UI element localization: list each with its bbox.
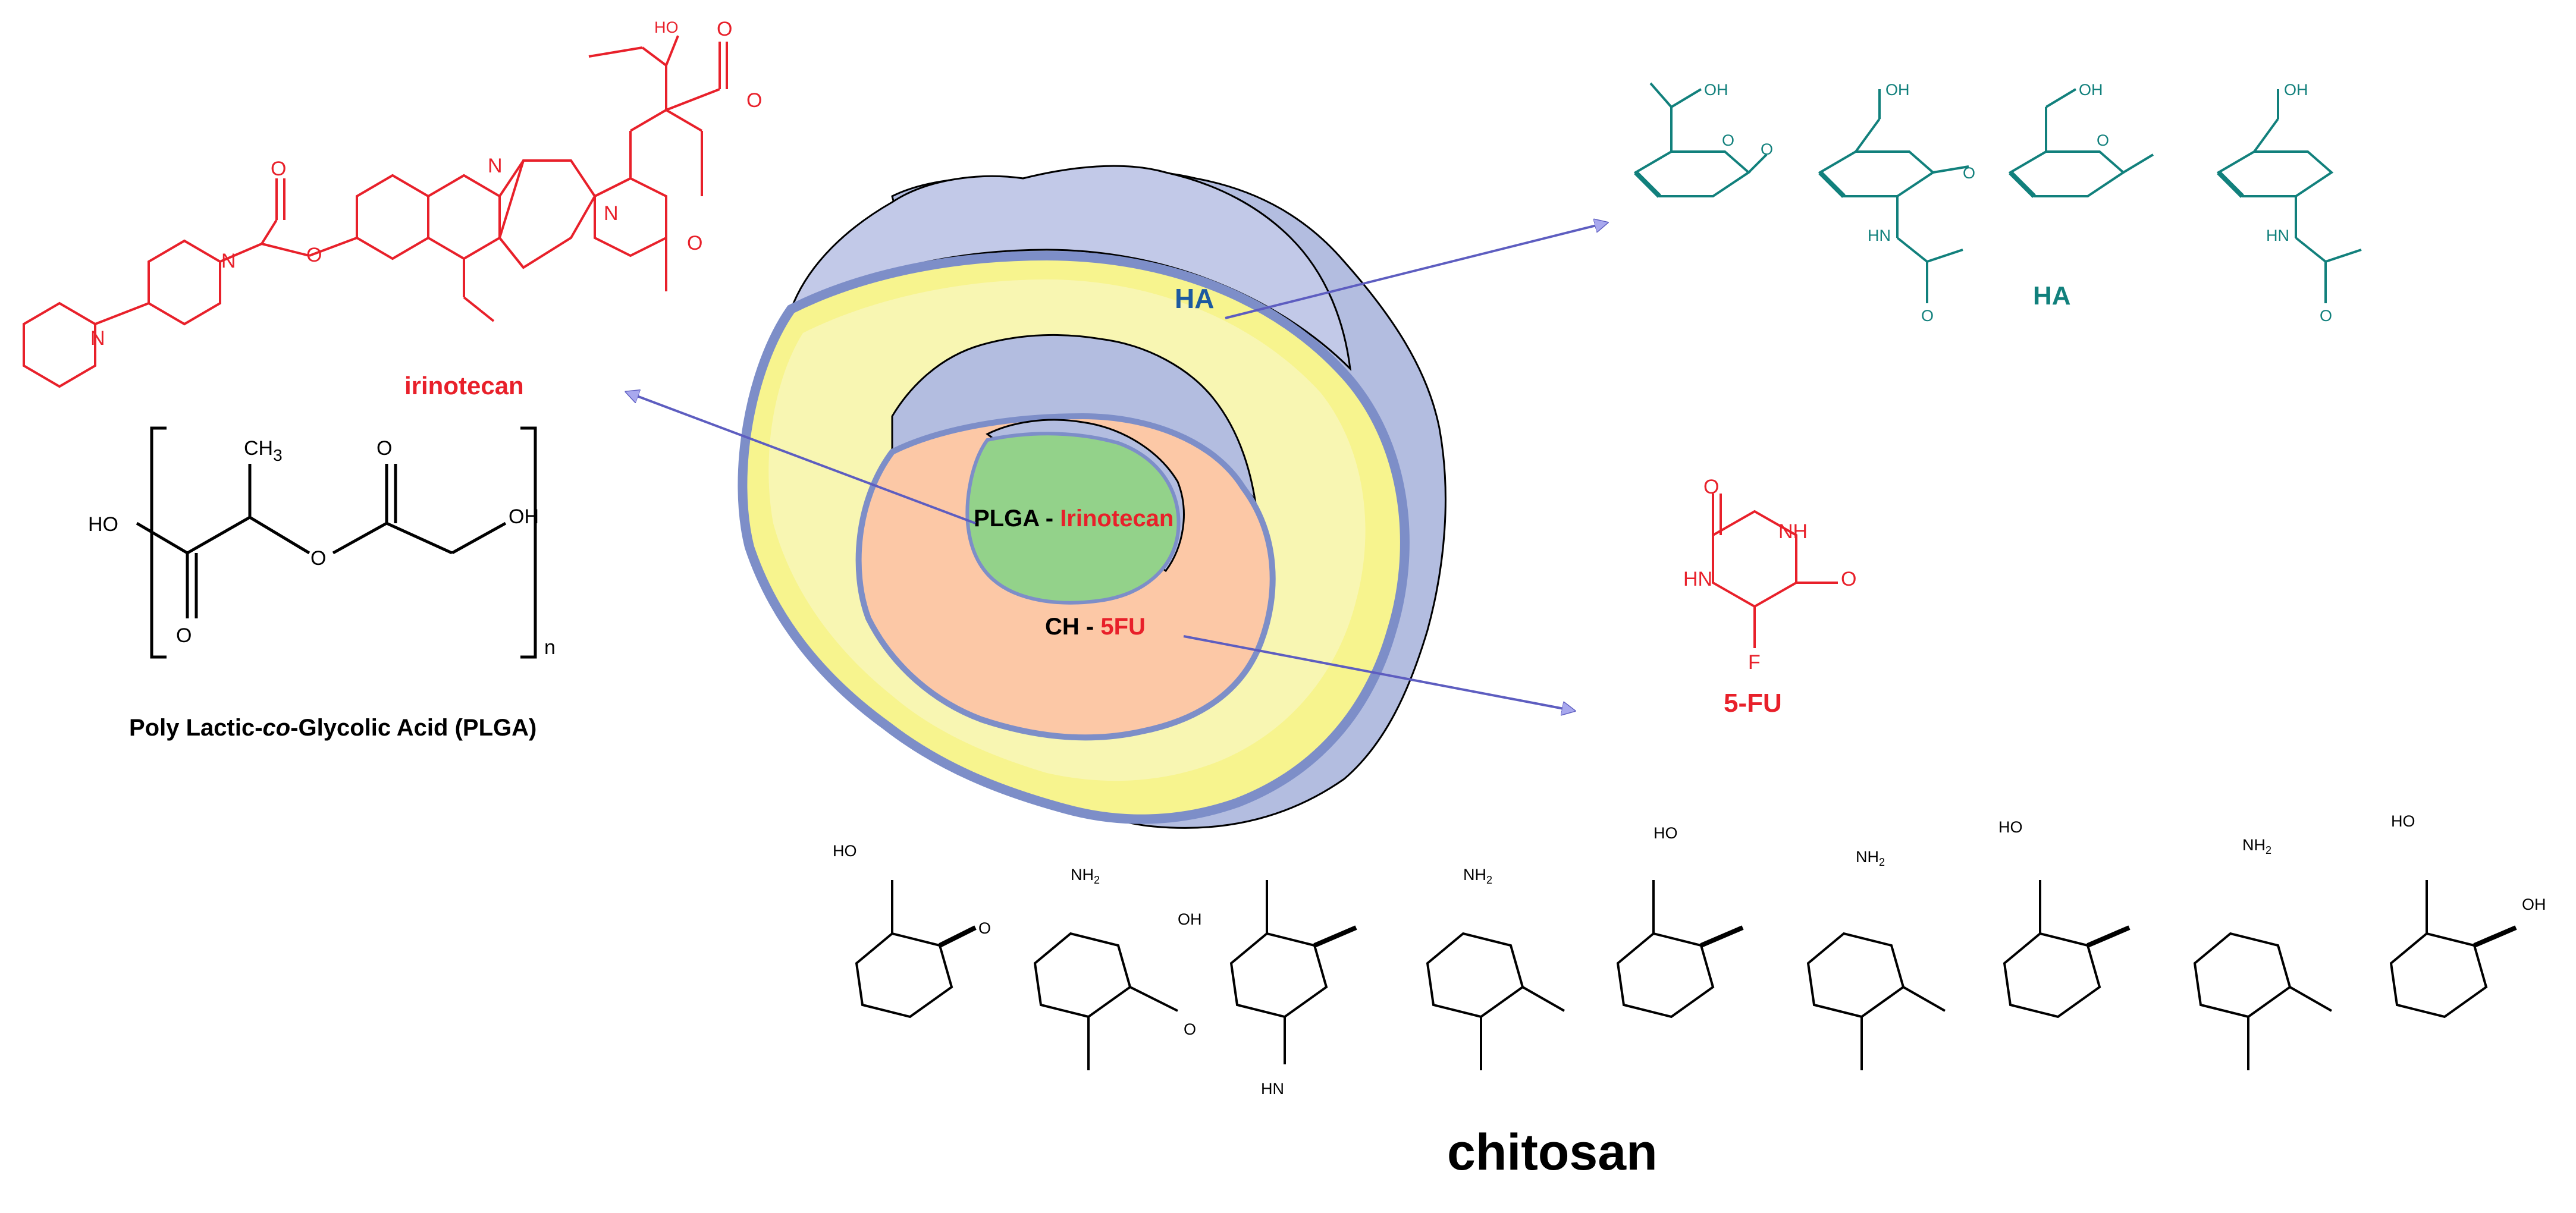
atom-oh: OH xyxy=(2079,81,2103,99)
nh2-sub: 2 xyxy=(1094,874,1100,886)
atom-f: F xyxy=(1748,651,1761,674)
fu-structure xyxy=(1712,494,1838,648)
irinotecan-structure xyxy=(23,35,728,388)
particle-plga-text: PLGA xyxy=(974,505,1039,532)
atom-hn: HN xyxy=(1868,227,1891,244)
atom-nh2: NH2 xyxy=(2242,836,2271,856)
atom-nh2: NH2 xyxy=(1856,848,1885,868)
atom-oh: OH xyxy=(1178,910,1202,928)
atom-oh: OH xyxy=(2522,895,2546,913)
particle-ch-text: CH xyxy=(1045,614,1080,640)
atom-oh: OH xyxy=(2284,81,2308,99)
atom-o: O xyxy=(1963,164,1975,182)
ch3-text: CH xyxy=(244,437,273,460)
atom-o: O xyxy=(376,437,392,460)
atom-ch3: CH3 xyxy=(244,437,283,464)
fu-caption: 5-FU xyxy=(1724,689,1782,718)
atom-ho: HO xyxy=(2391,812,2415,830)
atom-o: O xyxy=(978,919,991,937)
atom-hn: HN xyxy=(1683,568,1712,590)
ha-caption: HA xyxy=(2033,281,2071,310)
atom-hn: HN xyxy=(2266,227,2289,244)
atom-o: O xyxy=(746,89,762,112)
atom-o: O xyxy=(1921,307,1934,325)
atom-o: O xyxy=(176,624,192,647)
arrow-icon xyxy=(627,223,1606,711)
atom-nh2: NH2 xyxy=(1463,866,1492,886)
atom-ho: HO xyxy=(1653,824,1678,842)
atom-o: O xyxy=(271,158,286,180)
plga-structure xyxy=(136,426,537,659)
atom-ho: HO xyxy=(833,842,857,860)
irinotecan-label: irinotecan xyxy=(404,372,524,400)
particle-label-ch: CH - 5FU xyxy=(1045,614,1146,640)
ha-atoms: OH O O OH HN O O OH O OH HN O xyxy=(1704,81,2332,325)
atom-ho: HO xyxy=(88,513,118,536)
nh2-sub: 2 xyxy=(2266,844,2271,856)
particle-label-plga: PLGA - Irinotecan xyxy=(974,505,1174,532)
outer-shell-top xyxy=(789,165,1352,372)
atom-nh2: NH2 xyxy=(1071,866,1100,886)
nh2-text: NH xyxy=(1071,866,1094,884)
atom-o: O xyxy=(1703,476,1719,498)
fu-atoms: O NH O HN F xyxy=(1683,476,1856,674)
irinotecan-atoms: N N O O N N O O HO O xyxy=(90,18,762,350)
atom-o: O xyxy=(1184,1020,1196,1038)
ch3-sub: 3 xyxy=(273,446,283,464)
particle-irinotecan-text: Irinotecan xyxy=(1060,505,1174,532)
atom-n: N xyxy=(488,155,503,177)
particle-dash-2: - xyxy=(1080,614,1101,640)
atom-o: O xyxy=(310,547,326,570)
particle-label-ha: HA xyxy=(1175,283,1214,314)
atom-ho: HO xyxy=(1998,818,2023,836)
plga-caption-co: co xyxy=(263,715,291,741)
nh2-text: NH xyxy=(1463,866,1486,884)
nh2-text: NH xyxy=(1856,848,1879,866)
atom-o: O xyxy=(687,232,702,254)
atom-oh: OH xyxy=(1704,81,1728,99)
green-core xyxy=(965,432,1181,605)
atom-oh: OH xyxy=(509,505,539,528)
nh2-sub: 2 xyxy=(1486,874,1492,886)
plga-caption: Poly Lactic-co-Glycolic Acid (PLGA) xyxy=(129,715,536,741)
atom-o: O xyxy=(1722,131,1734,149)
chitosan-atoms: HO O NH2 OH O HN NH2 HO NH2 HO NH2 HO OH xyxy=(833,812,2546,1098)
chitosan-label: chitosan xyxy=(1447,1124,1658,1181)
atom-oh: OH xyxy=(1885,81,1910,99)
atom-oh: HO xyxy=(654,18,679,36)
plga-caption-suffix: -Glycolic Acid (PLGA) xyxy=(290,715,536,741)
atom-n: N xyxy=(90,327,105,350)
nh2-text: NH xyxy=(2242,836,2266,854)
particle-5fu-text: 5FU xyxy=(1100,614,1146,640)
nh2-sub: 2 xyxy=(1879,856,1885,868)
atom-o: O xyxy=(717,18,732,40)
atom-n: N xyxy=(604,202,619,225)
atom-o: O xyxy=(1761,140,1773,158)
atom-n: n xyxy=(544,636,556,659)
chitosan-structure xyxy=(855,880,2517,1070)
atom-o: O xyxy=(2097,131,2109,149)
nanoparticle xyxy=(738,165,1447,829)
atom-o: O xyxy=(306,244,322,266)
ha-structure xyxy=(1633,82,2362,303)
plga-caption-prefix: Poly Lactic- xyxy=(129,715,263,741)
atom-nh: NH xyxy=(1778,520,1808,543)
atom-n: N xyxy=(221,250,236,272)
atom-hn: HN xyxy=(1261,1080,1284,1098)
plga-atoms: HO O CH3 O O OH n xyxy=(88,437,556,659)
atom-o: O xyxy=(1841,568,1856,590)
atom-o: O xyxy=(2320,307,2332,325)
particle-dash-1: - xyxy=(1039,505,1060,532)
